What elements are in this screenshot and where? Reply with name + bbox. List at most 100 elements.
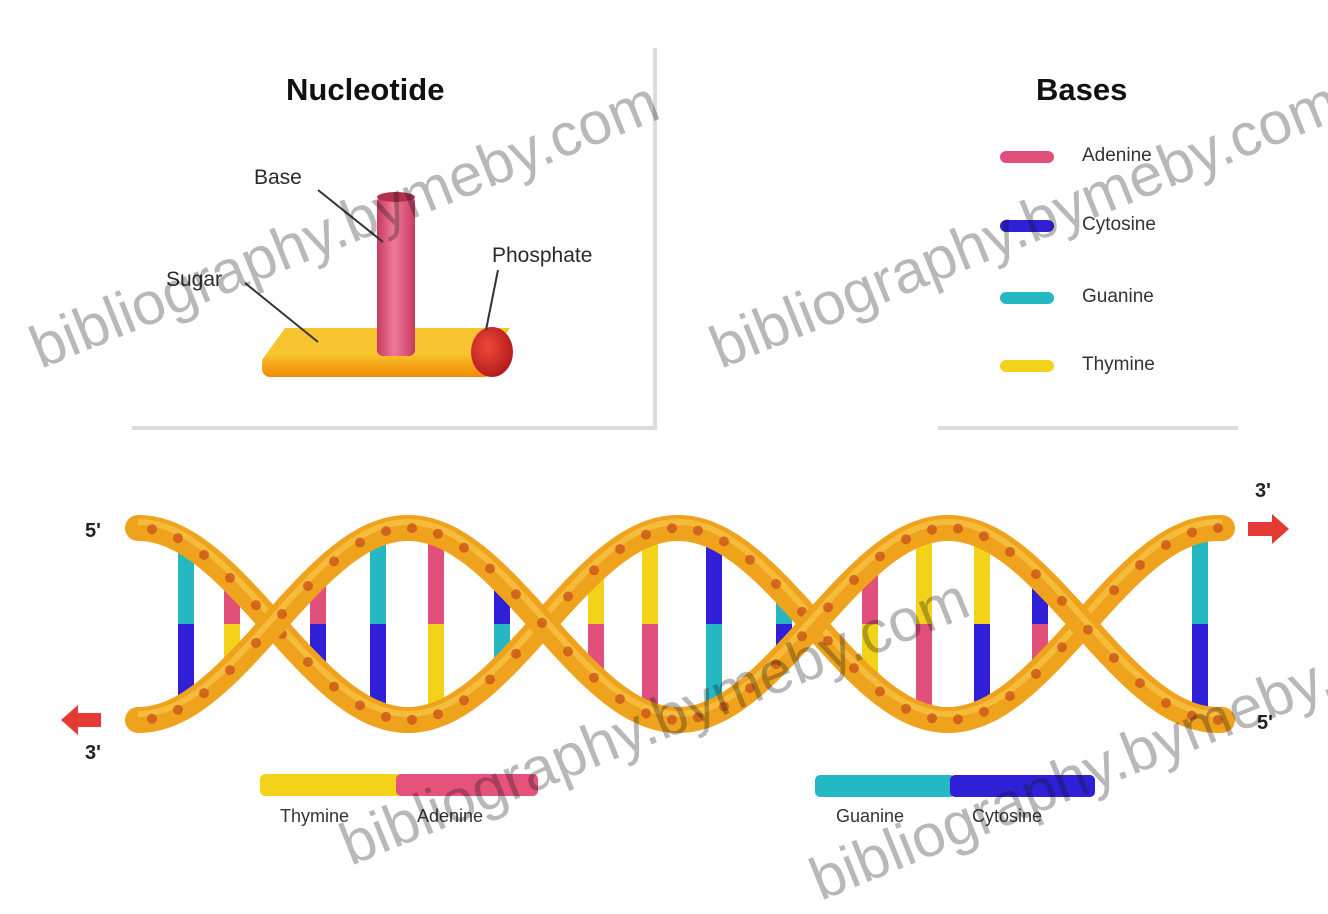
backbone-phosphate-dot [407,715,417,725]
pair-label-guanine: Guanine [836,806,904,827]
backbone-phosphate-dot [901,534,911,544]
backbone-phosphate-dot [407,523,417,533]
backbone-phosphate-dot [615,544,625,554]
sugar-slab [262,355,492,377]
backbone-phosphate-dot [1031,669,1041,679]
backbone-phosphate-dot [641,530,651,540]
backbone-phosphate-dot [199,688,209,698]
backbone-phosphate-dot [303,581,313,591]
backbone-phosphate-dot [615,694,625,704]
base-pair-rung [974,541,990,706]
backbone-phosphate-dot [1005,547,1015,557]
backbone-phosphate-dot [303,657,313,667]
backbone-phosphate-dot [433,709,443,719]
backbone-phosphate-dot [667,715,677,725]
backbone-phosphate-dot [147,524,157,534]
backbone-phosphate-dot [927,713,937,723]
backbone-phosphate-dot [1213,715,1223,725]
backbone-phosphate-dot [277,609,287,619]
pair-label-thymine: Thymine [280,806,349,827]
legend-thymine: Thymine [1082,354,1155,376]
nucleotide-title: Nucleotide [286,72,444,108]
base-pair-rung [370,540,386,708]
dna-structure-diagram: Nucleotide Base Sugar Phosphate Bases Ad… [0,0,1328,878]
backbone-phosphate-dot [329,556,339,566]
arrow-left-icon [61,705,101,735]
phosphate-pointer [486,270,498,330]
legend-swatch-cytosine [1000,220,1054,232]
backbone-phosphate-dot [355,700,365,710]
backbone-phosphate-dot [823,636,833,646]
legend-cytosine: Cytosine [1082,214,1156,236]
backbone-phosphate-dot [1057,642,1067,652]
strand-a-backbone [138,528,1222,720]
legend-adenine: Adenine [1082,145,1152,167]
end-label-top-left: 5' [85,520,101,543]
backbone-phosphate-dot [173,705,183,715]
backbone-phosphate-dot [485,564,495,574]
end-label-top-right: 3' [1255,480,1271,503]
sugar-label: Sugar [166,268,222,292]
backbone-phosphate-dot [537,618,547,628]
legend-swatch-adenine [1000,151,1054,163]
bases-title: Bases [1036,72,1127,108]
backbone-phosphate-dot [459,695,469,705]
base-pair-rung [1192,536,1208,712]
base-pair-rung [706,542,722,705]
backbone-phosphate-dot [589,673,599,683]
backbone-phosphate-dot [1161,540,1171,550]
backbone-phosphate-dot [979,531,989,541]
backbone-phosphate-dot [485,675,495,685]
nucleotide-illustration [245,190,513,377]
backbone-phosphate-dot [719,536,729,546]
backbone-phosphate-dot [849,663,859,673]
backbone-phosphate-dot [719,702,729,712]
backbone-phosphate-dot [1135,560,1145,570]
backbone-phosphate-dot [667,523,677,533]
backbone-phosphate-dot [849,575,859,585]
diagram-graphics [0,0,1328,878]
backbone-phosphate-dot [173,533,183,543]
strand-b-backbone-highlight [138,522,1222,714]
end-label-bottom-left: 3' [85,742,101,765]
base-cylinder [377,196,415,356]
base-pointer [318,190,383,242]
backbone-phosphate-dot [225,665,235,675]
backbone-phosphate-dot [953,714,963,724]
backbone-phosphate-dot [771,659,781,669]
pair-label-cytosine: Cytosine [972,806,1042,827]
backbone-phosphate-dot [745,555,755,565]
base-pair-rung [916,538,932,711]
backbone-phosphate-dot [147,714,157,724]
backbone-phosphate-dot [641,708,651,718]
backbone-phosphate-dot [693,712,703,722]
strand-b-backbone [138,528,1222,720]
backbone-phosphate-dot [927,525,937,535]
backbone-phosphate-dot [1187,527,1197,537]
backbone-phosphate-dot [693,526,703,536]
backbone-phosphate-dot [1161,698,1171,708]
backbone-phosphate-dot [1213,523,1223,533]
pair-label-adenine: Adenine [417,806,483,827]
backbone-phosphate-dot [797,631,807,641]
double-helix [138,522,1223,725]
base-pair-rung [178,549,194,700]
backbone-phosphate-dot [563,592,573,602]
backbone-phosphate-dot [433,529,443,539]
base-pair-rung [642,539,658,709]
backbone-phosphate-dot [771,579,781,589]
backbone-phosphate-dot [1187,711,1197,721]
backbone-phosphate-dot [225,573,235,583]
thymine-adenine-pair-bar [260,774,538,796]
backbone-phosphate-dot [1109,653,1119,663]
base-pair-rung [428,539,444,709]
end-label-bottom-right: 5' [1257,712,1273,735]
arrow-right-icon [1248,514,1289,544]
backbone-phosphate-dot [251,600,261,610]
phosphate-shape [471,327,513,377]
guanine-cytosine-pair-bar [815,775,1095,797]
backbone-phosphate-dot [199,550,209,560]
backbone-phosphate-dot [1109,585,1119,595]
base-label: Base [254,166,302,190]
backbone-phosphate-dot [511,589,521,599]
